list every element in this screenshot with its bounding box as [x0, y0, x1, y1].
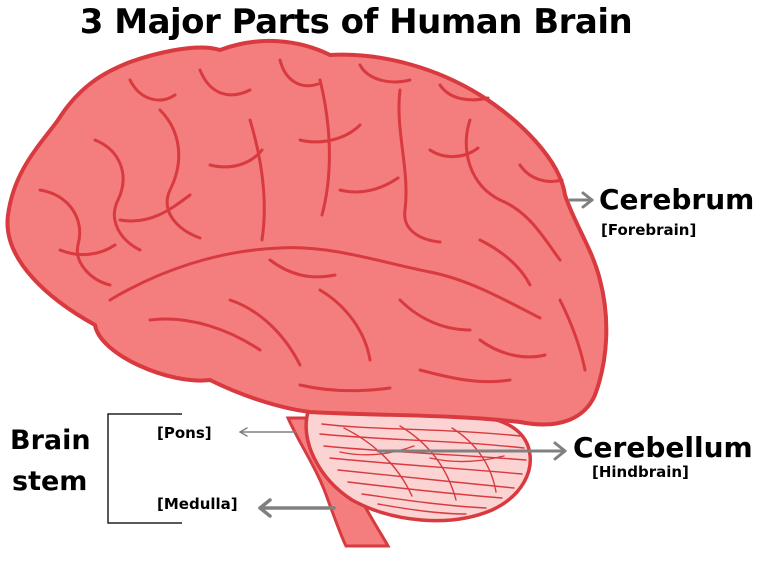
cerebellum-label: Cerebellum — [573, 431, 753, 464]
brain-stem-label-line1: Brain — [10, 425, 91, 456]
cerebrum-arrow — [568, 191, 594, 209]
cerebrum-label: Cerebrum — [599, 183, 755, 216]
cerebellum-arrow — [376, 441, 567, 461]
brain-stem-bracket — [107, 413, 182, 524]
brain-stem-label-line2: stem — [12, 466, 88, 497]
cerebrum-sub-label: [Forebrain] — [601, 221, 697, 239]
medulla-label: [Medulla] — [157, 495, 238, 513]
pons-arrow — [239, 427, 297, 437]
cerebellum-sub-label: [Hindbrain] — [592, 463, 689, 481]
cerebellum-shape — [304, 408, 532, 523]
cerebrum-shape — [5, 39, 609, 427]
medulla-arrow — [258, 498, 336, 518]
pons-label: [Pons] — [157, 424, 212, 442]
diagram-title: 3 Major Parts of Human Brain — [79, 2, 633, 42]
